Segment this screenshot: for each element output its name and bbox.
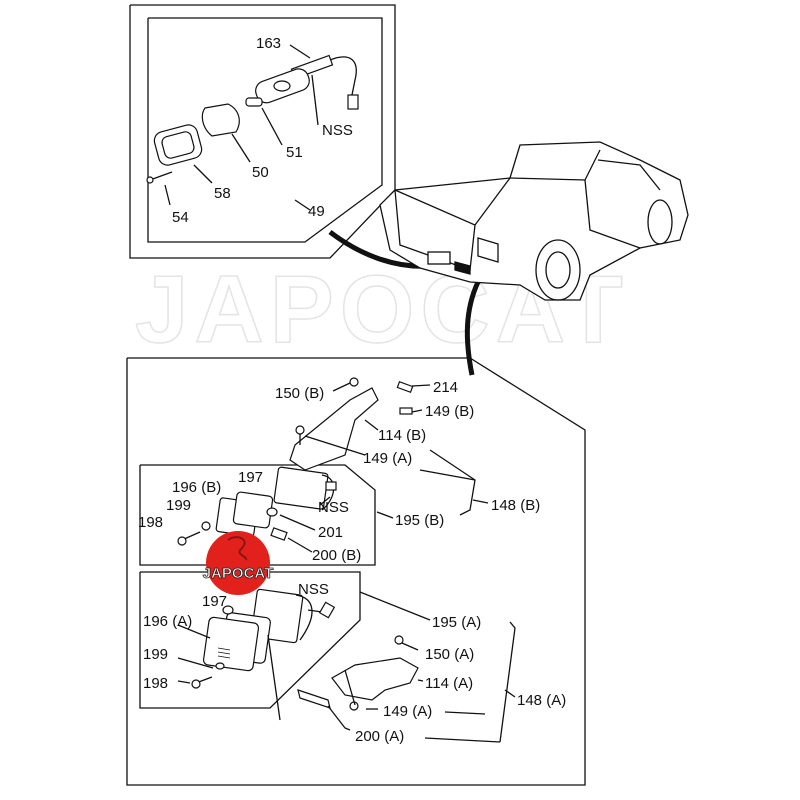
leader-lines-b [279, 382, 489, 553]
part-label: 195 (A) [432, 614, 481, 631]
bracket-b-parts [177, 377, 414, 546]
part-label: NSS [322, 122, 353, 139]
part-label: NSS [318, 499, 349, 516]
callout-arrow [464, 280, 481, 376]
part-label: 200 (A) [355, 728, 404, 745]
japocat-logo: JAPOCAT [202, 531, 274, 595]
svg-text:JAPOCAT: JAPOCAT [203, 565, 274, 582]
lamp-a-parts [191, 588, 419, 711]
part-label: 149 (A) [383, 703, 432, 720]
part-label: 198 [138, 514, 163, 531]
part-label: 198 [143, 675, 168, 692]
part-label: 195 (B) [395, 512, 444, 529]
part-label: 149 (B) [425, 403, 474, 420]
sub-assembly-a-frame [139, 571, 361, 709]
part-label: 149 (A) [363, 450, 412, 467]
part-label: 51 [286, 144, 303, 161]
part-label: 199 [143, 646, 168, 663]
part-label: 197 [238, 469, 263, 486]
part-label: 150 (B) [275, 385, 324, 402]
part-label: 114 (A) [425, 675, 473, 692]
leader-lines-a [177, 591, 516, 743]
part-label: 200 (B) [312, 547, 361, 564]
part-label: 148 (B) [491, 497, 540, 514]
part-label: NSS [298, 581, 329, 598]
part-label: 199 [166, 497, 191, 514]
part-label: 49 [308, 203, 325, 220]
lower-assembly-frame [126, 357, 586, 786]
part-label: 163 [256, 35, 281, 52]
part-label: 114 (B) [378, 427, 426, 444]
part-label: 196 (A) [143, 613, 192, 630]
part-label: 148 (A) [517, 692, 566, 709]
part-label: 214 [433, 379, 458, 396]
part-label: 54 [172, 209, 189, 226]
part-label: 196 (B) [172, 479, 221, 496]
part-label: 197 [202, 593, 227, 610]
pickup-truck-illustration [379, 141, 689, 301]
license-lamp-parts [146, 44, 359, 211]
part-label: 50 [252, 164, 269, 181]
part-label: 150 (A) [425, 646, 474, 663]
part-label: 201 [318, 524, 343, 541]
top-inset-frame [129, 4, 396, 259]
part-label: 58 [214, 185, 231, 202]
